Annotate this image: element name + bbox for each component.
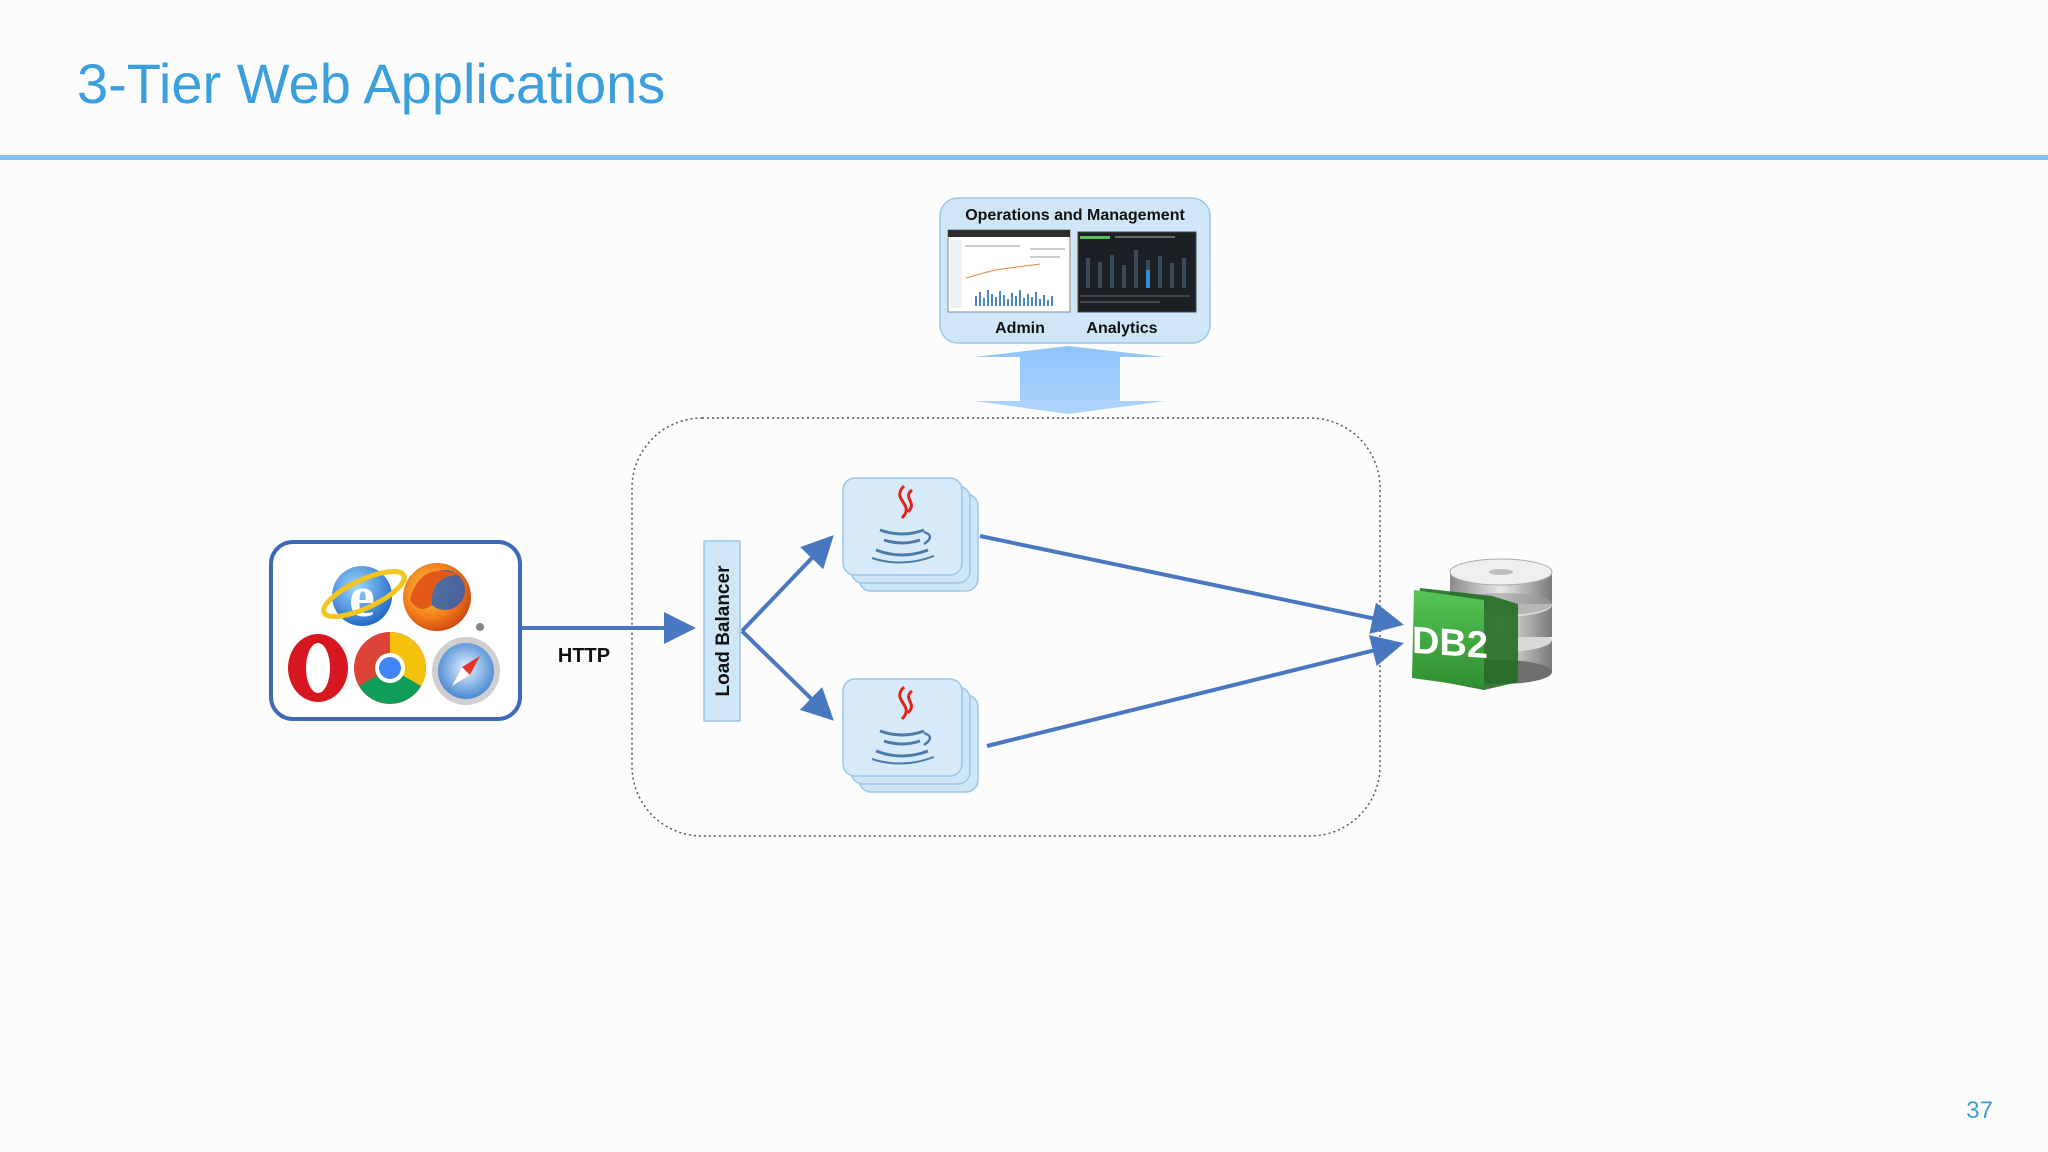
slide-title: 3-Tier Web Applications bbox=[77, 52, 666, 115]
firefox-icon bbox=[403, 563, 471, 631]
http-label: HTTP bbox=[558, 645, 610, 667]
load-balancer: Load Balancer bbox=[703, 540, 741, 722]
admin-screenshot bbox=[947, 229, 1071, 313]
analytics-label: Analytics bbox=[1086, 320, 1157, 337]
java-icon bbox=[871, 685, 935, 765]
app-server-1 bbox=[842, 477, 979, 592]
db2-label: DB2 bbox=[1412, 620, 1488, 667]
browser-clients: e bbox=[269, 540, 522, 721]
management-arrow bbox=[975, 346, 1165, 414]
internet-explorer-icon: e bbox=[321, 564, 407, 629]
db2-badge: DB2 bbox=[1412, 588, 1518, 690]
lb-to-server-2-connection bbox=[740, 629, 834, 721]
admin-label: Admin bbox=[995, 320, 1045, 337]
opera-icon bbox=[288, 634, 348, 702]
operations-panel: Operations and Management bbox=[939, 197, 1211, 344]
safari-icon bbox=[432, 623, 500, 705]
chrome-icon bbox=[354, 632, 426, 704]
operations-panel-title: Operations and Management bbox=[965, 207, 1185, 224]
load-balancer-label: Load Balancer bbox=[713, 565, 734, 697]
java-icon bbox=[871, 484, 935, 564]
app-server-2 bbox=[842, 678, 979, 793]
lb-to-server-1-connection bbox=[740, 535, 834, 633]
server-2-to-db-connection bbox=[986, 635, 1404, 748]
title-divider bbox=[0, 155, 2048, 160]
page-number: 37 bbox=[1966, 1097, 1993, 1124]
analytics-screenshot bbox=[1077, 231, 1197, 313]
db2-database: DB2 bbox=[1412, 558, 1553, 690]
server-1-to-db-connection bbox=[979, 534, 1404, 634]
